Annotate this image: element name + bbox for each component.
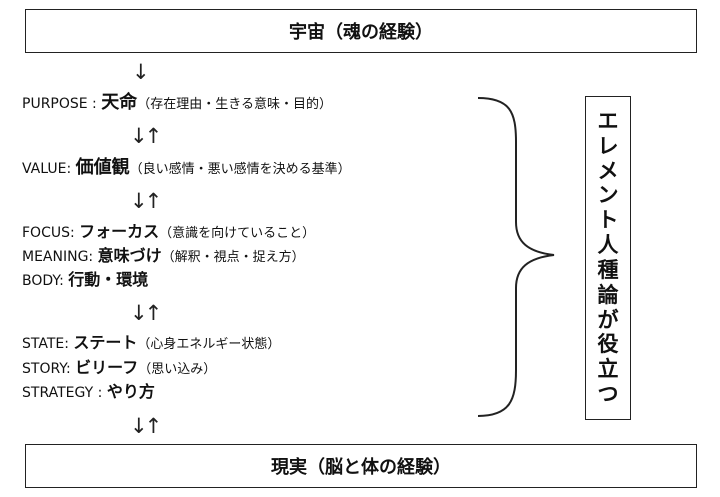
row-label: MEANING: [22, 249, 98, 265]
row-desc: （心身エネルギー状態） [137, 337, 281, 352]
bottom-box-text: 現実（脳と体の経験） [271, 457, 451, 478]
row-state: STATE: ステート（心身エネルギー状態） [22, 333, 280, 355]
row-strategy: STRATEGY : やり方 [22, 382, 155, 403]
top-box-text: 宇宙（魂の経験） [289, 22, 433, 43]
row-term: フォーカス [79, 222, 160, 241]
row-desc: （存在理由・生きる意味・目的） [137, 97, 332, 112]
bidir-arrow-3: ↓↑ [130, 301, 162, 325]
row-term: ビリーフ [75, 358, 139, 377]
bidir-arrow-4: ↓↑ [130, 414, 162, 438]
bidir-arrow-1: ↓↑ [130, 124, 162, 148]
row-purpose: PURPOSE : 天命（存在理由・生きる意味・目的） [22, 93, 332, 115]
row-term: 意味づけ [97, 246, 162, 265]
side-label-char: レ [597, 133, 619, 158]
row-label: PURPOSE : [22, 96, 102, 112]
bottom-box-reality: 現実（脳と体の経験） [25, 444, 697, 488]
side-label-char: 人 [597, 233, 619, 258]
row-desc: （思い込み） [138, 362, 217, 377]
side-label-char: 役 [597, 332, 619, 357]
side-label-char: つ [597, 382, 619, 407]
row-label: BODY: [22, 273, 69, 289]
row-value: VALUE: 価値観（良い感情・悪い感情を決める基準） [22, 158, 351, 180]
side-label-char: ト [597, 208, 619, 233]
side-label-box: エレメント人種論が役立つ [585, 96, 631, 420]
curly-brace [477, 97, 555, 417]
row-meaning: MEANING: 意味づけ（解釈・視点・捉え方） [22, 246, 305, 268]
down-arrow-1: ↓ [132, 60, 150, 84]
side-label-char: 論 [597, 282, 619, 307]
row-label: VALUE: [22, 161, 76, 177]
row-label: STATE: [22, 336, 74, 352]
row-term: やり方 [106, 382, 155, 401]
row-term: 行動・環境 [68, 270, 149, 289]
side-label-char: が [597, 307, 619, 332]
row-term: ステート [73, 333, 138, 352]
row-desc: （良い感情・悪い感情を決める基準） [129, 162, 351, 177]
side-label-char: メ [597, 158, 619, 183]
top-box-universe: 宇宙（魂の経験） [25, 9, 697, 53]
row-focus: FOCUS: フォーカス（意識を向けていること） [22, 222, 315, 244]
row-desc: （解釈・視点・捉え方） [161, 250, 305, 265]
side-label-char: 種 [597, 257, 619, 282]
row-body: BODY: 行動・環境 [22, 270, 148, 291]
side-label-char: 立 [597, 357, 619, 382]
row-label: STRATEGY : [22, 385, 107, 401]
row-story: STORY: ビリーフ（思い込み） [22, 358, 216, 380]
row-term: 価値観 [75, 157, 130, 178]
row-desc: （意識を向けていること） [159, 226, 316, 241]
side-label-char: ン [597, 183, 619, 208]
bidir-arrow-2: ↓↑ [130, 189, 162, 213]
row-label: STORY: [22, 361, 76, 377]
side-label-char: エ [597, 108, 619, 133]
row-term: 天命 [101, 92, 138, 113]
row-label: FOCUS: [22, 225, 80, 241]
